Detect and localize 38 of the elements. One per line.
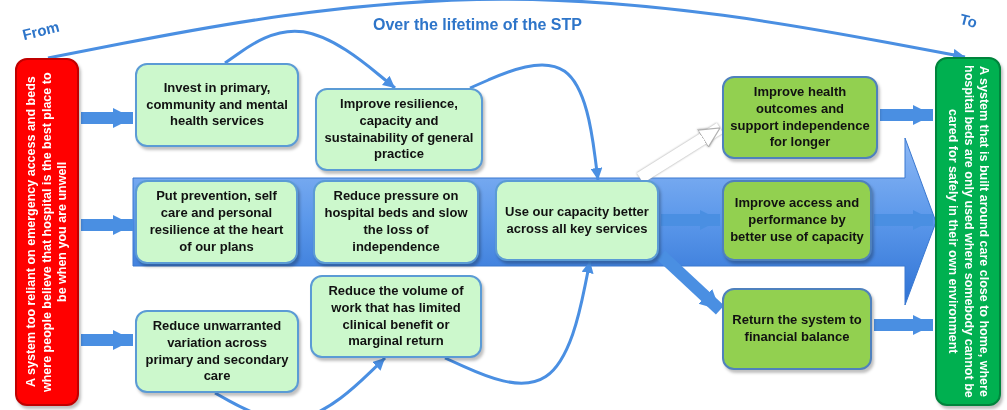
initiative-box	[495, 180, 659, 261]
curved-arrow	[47, 0, 966, 61]
node-text: Return the system to financial balance	[731, 311, 863, 346]
node-text: Reduce unwarranted variation across primary and secondary care	[144, 316, 290, 386]
outcome-box	[722, 288, 872, 370]
node-text: Improve health outcomes and support independence for longer	[729, 82, 871, 152]
initiative-box	[135, 310, 299, 393]
end-state-box	[935, 57, 1001, 406]
initiative-box	[310, 275, 482, 358]
side-label: To	[958, 10, 979, 31]
initiative-box	[313, 180, 479, 264]
node-text: Reduce the volume of work that has limited clinical benefit or marginal return	[327, 281, 465, 351]
curved-arrow	[469, 63, 603, 181]
node-text: A system that is built around care close to home, where hospital beds are only used where somebody cannot be cared for safely in their own environment	[945, 64, 993, 400]
block-arrow	[874, 315, 933, 335]
block-arrow	[81, 330, 133, 350]
node-text: Invest in primary, community and mental health services	[145, 78, 289, 131]
node-text: Reduce pressure on hospital beds and slow the loss of independence	[323, 187, 469, 256]
node-text: A system too reliant on emergency access and beds where people believe that hospital is the best place to be when you are unwell	[22, 71, 70, 394]
block-arrow	[880, 105, 933, 125]
curved-arrow	[224, 29, 396, 90]
node-text: Improve resilience, capacity and sustainability of general practice	[323, 94, 475, 164]
initiative-box	[315, 88, 483, 171]
initiative-box	[135, 180, 298, 264]
node-text: Improve access and performance by better use of capacity	[729, 194, 865, 246]
initiative-box	[135, 63, 299, 147]
block-arrow	[661, 210, 720, 230]
side-label: From	[20, 17, 61, 44]
curved-arrow	[444, 260, 594, 385]
node-text: Put prevention, self care and personal resilience at the heart of our plans	[148, 187, 285, 256]
outcome-box	[722, 180, 872, 261]
block-arrow	[874, 210, 933, 230]
outcome-box	[722, 76, 878, 159]
block-arrow	[81, 108, 133, 128]
node-text: Use our capacity better across all key services	[504, 202, 650, 238]
start-state-box	[15, 58, 79, 406]
block-arrow	[81, 215, 133, 235]
curved-arrow	[214, 356, 387, 410]
